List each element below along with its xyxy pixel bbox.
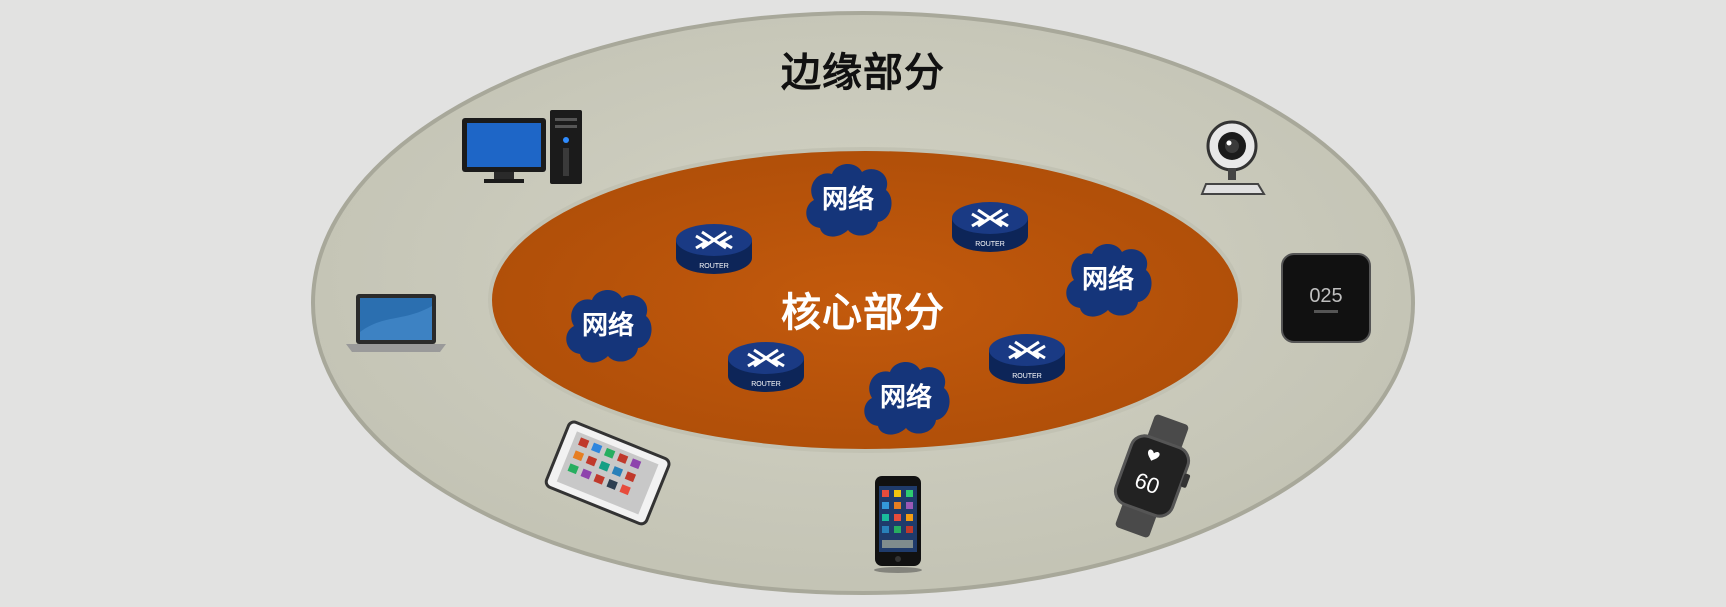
network-cloud: 网络	[560, 284, 656, 368]
network-label: 网络	[821, 185, 874, 215]
network-cloud: 网络	[800, 158, 896, 242]
network-label: 网络	[879, 383, 932, 413]
clock-reading: 025	[1309, 285, 1342, 307]
webcam-icon	[1200, 118, 1270, 204]
router-label: ROUTER	[1012, 373, 1042, 380]
desktop-computer-icon	[460, 108, 586, 190]
smart-clock-icon: 025	[1280, 252, 1372, 348]
cloud-icon	[806, 163, 892, 237]
core-label: 核心部分	[781, 290, 945, 336]
network-cloud: 网络	[858, 356, 954, 440]
laptop-icon	[344, 292, 448, 358]
router-label: ROUTER	[975, 241, 1005, 248]
network-label: 网络	[581, 311, 634, 341]
router-label: ROUTER	[751, 381, 781, 388]
cloud-icon	[1066, 243, 1152, 317]
router-icon: ROUTER	[985, 328, 1069, 394]
router-icon: ROUTER	[948, 196, 1032, 262]
cloud-icon	[566, 289, 652, 363]
smartphone-icon	[872, 474, 924, 578]
network-label: 网络	[1081, 265, 1134, 295]
router-label: ROUTER	[699, 263, 729, 270]
router-icon: ROUTER	[672, 218, 756, 284]
cloud-icon	[864, 361, 950, 435]
tablet-icon	[540, 416, 676, 532]
edge-label: 边缘部分	[781, 50, 945, 96]
router-icon: ROUTER	[724, 336, 808, 402]
network-cloud: 网络	[1060, 238, 1156, 322]
smartwatch-icon: 60	[1106, 412, 1198, 544]
